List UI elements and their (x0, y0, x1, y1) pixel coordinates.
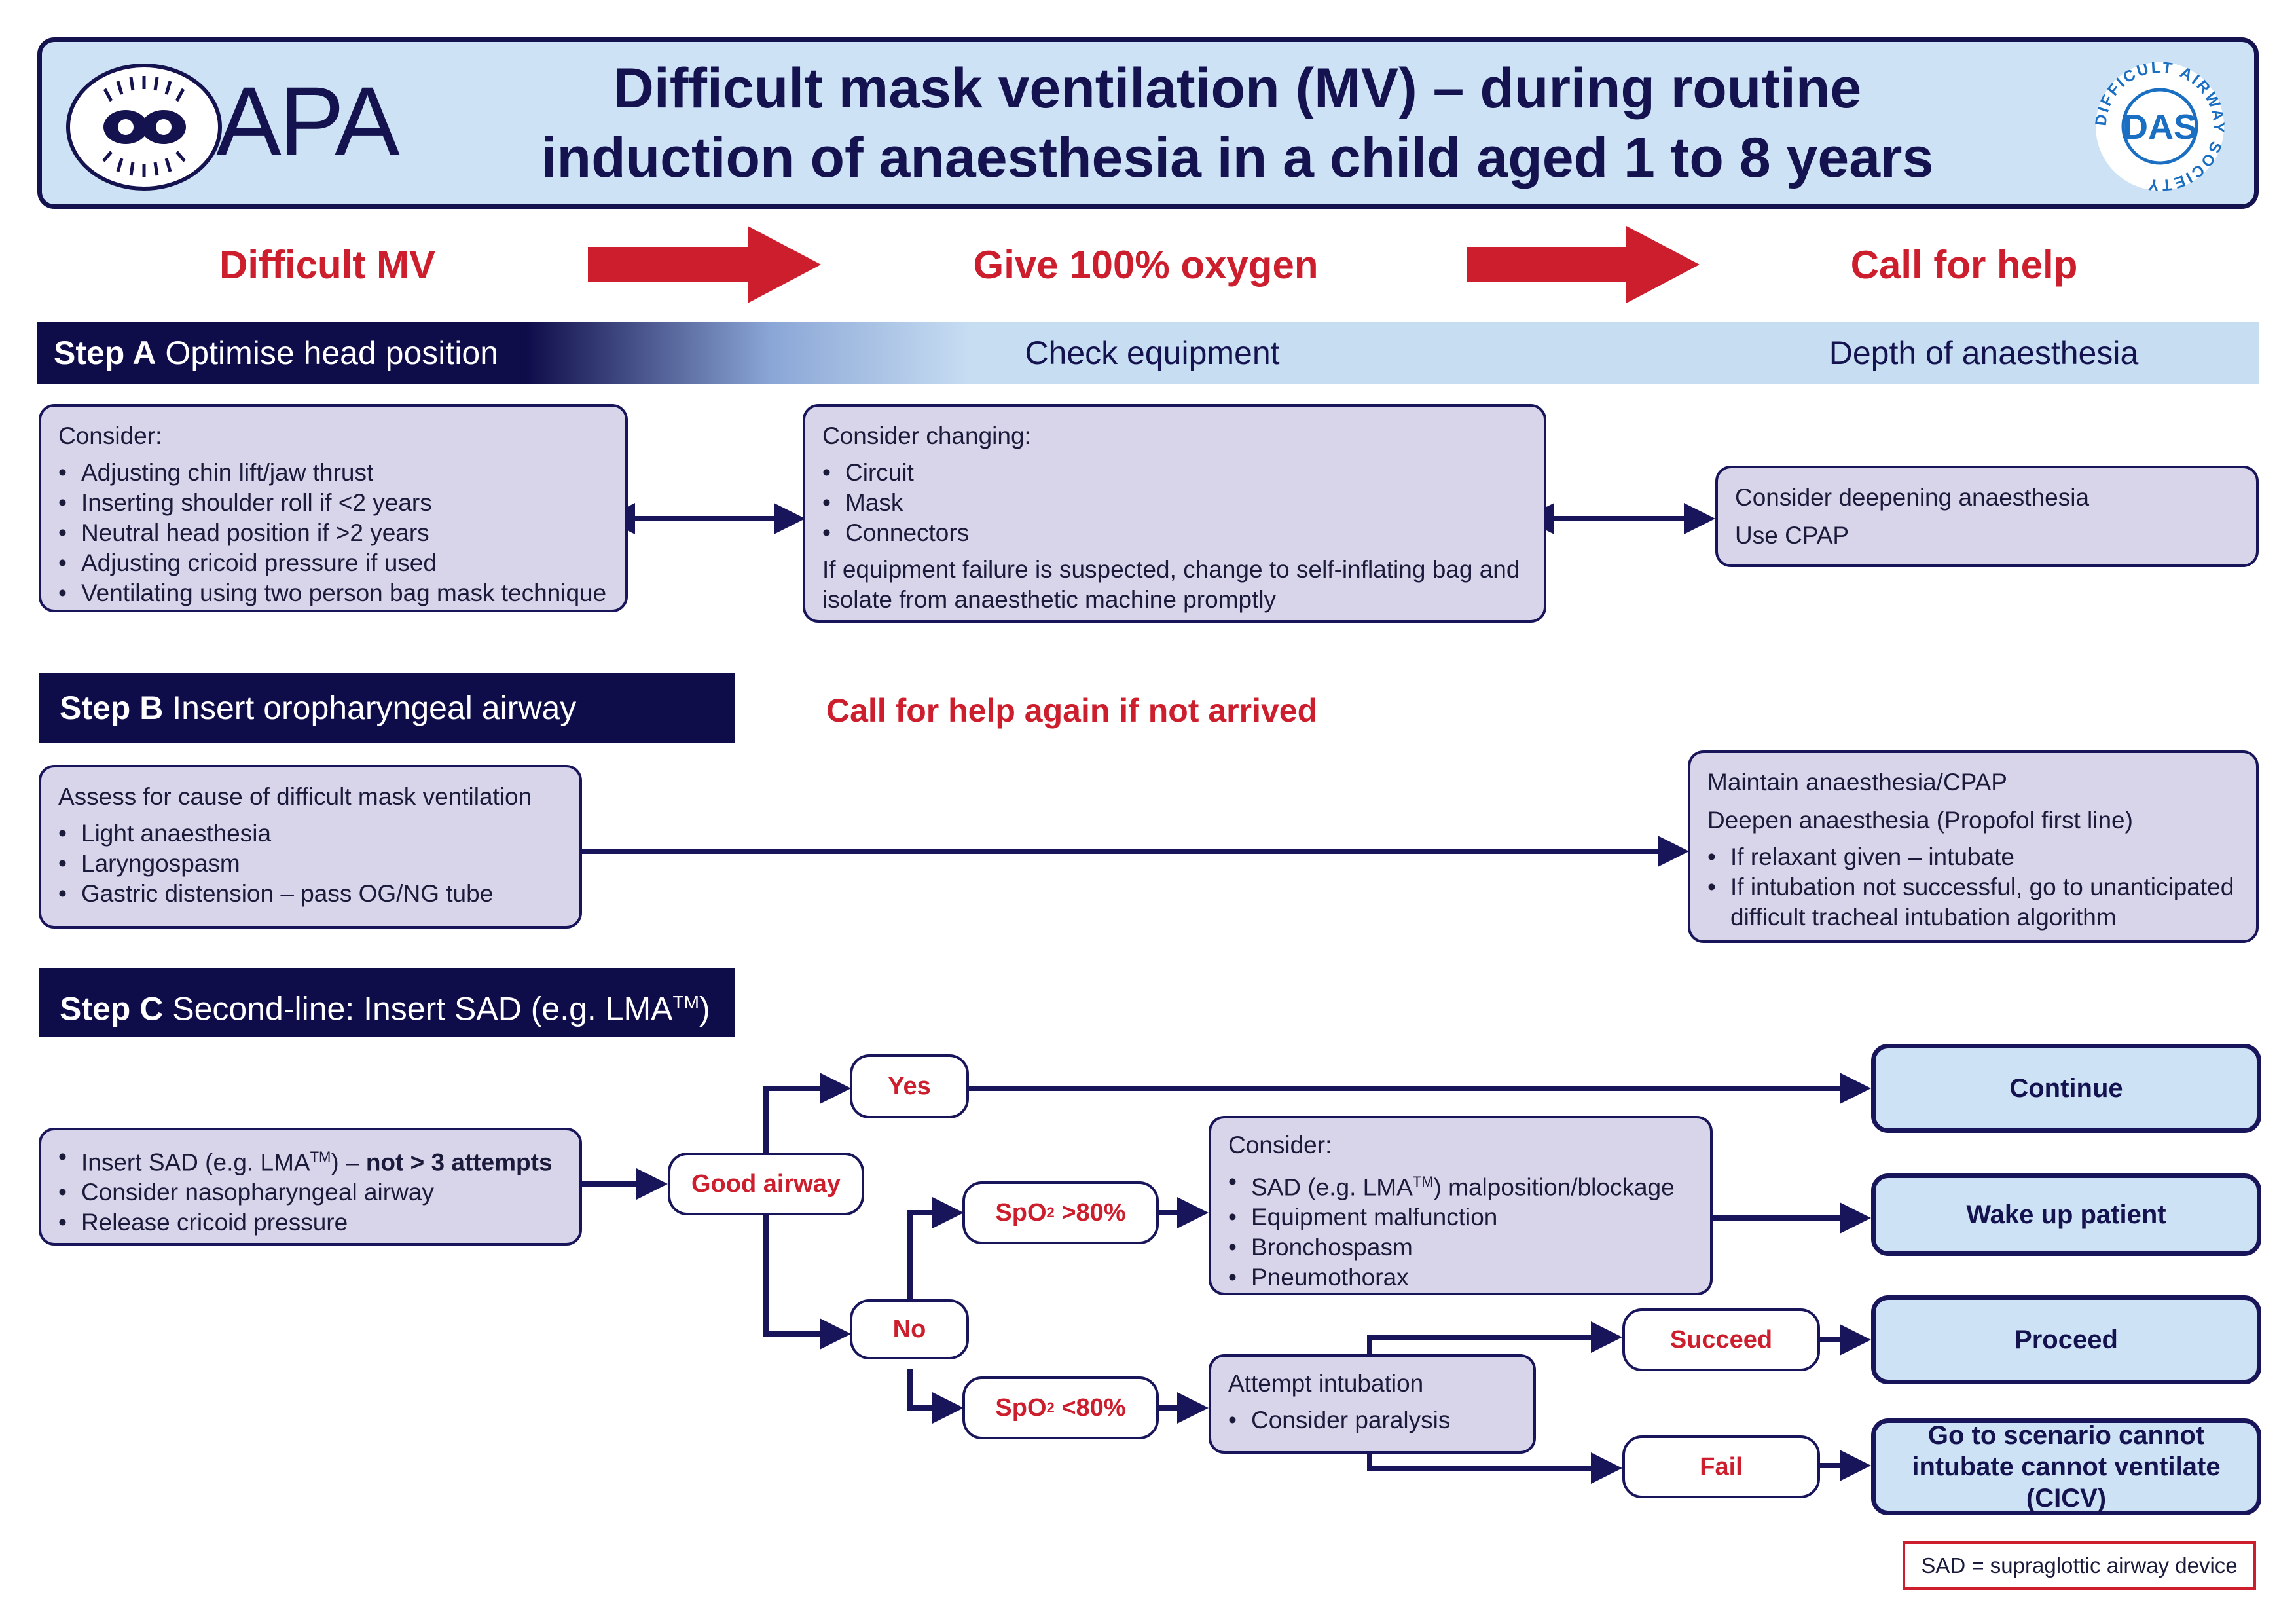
list-item: Consider nasopharyngeal airway (58, 1177, 562, 1208)
yes-node: Yes (850, 1054, 969, 1118)
check-equipment-label: Check equipment (1025, 335, 1280, 371)
trademark-sup: TM (672, 992, 699, 1012)
step-a-text: Optimise head position (165, 335, 499, 371)
list-item: SAD (e.g. LMATM) malposition/blockage (1228, 1167, 1693, 1202)
trademark-sup: TM (310, 1149, 331, 1165)
attempt-intubation-box: Attempt intubation Consider paralysis (1209, 1354, 1536, 1454)
consider-item-text: SAD (e.g. LMA (1251, 1173, 1413, 1201)
step-a-equipment-box: Consider changing: Circuit Mask Connecto… (803, 404, 1546, 623)
difficult-mv-label: Difficult MV (219, 243, 435, 287)
call-for-help-label: Call for help (1850, 243, 2078, 287)
title-banner (37, 37, 2259, 209)
apa-logo-text: APA (216, 66, 400, 176)
step-a-consider-box: Consider: Adjusting chin lift/jaw thrust… (39, 404, 628, 612)
step-b-text: Insert oropharyngeal airway (172, 690, 577, 726)
continue-outcome: Continue (1871, 1044, 2261, 1133)
sad-item-text: Insert SAD (e.g. LMA (81, 1149, 310, 1176)
succeed-node: Succeed (1622, 1308, 1820, 1371)
box-heading: Assess for cause of difficult mask venti… (58, 783, 532, 810)
cicv-outcome: Go to scenario cannot intubate cannot ve… (1871, 1418, 2261, 1515)
das-logo-text: DAS (2123, 107, 2197, 147)
attempt-limit: not > 3 attempts (365, 1149, 553, 1176)
list-item: Neutral head position if >2 years (58, 518, 608, 548)
step-a-depth-box: Consider deepening anaesthesia Use CPAP (1715, 466, 2259, 567)
step-c-bar: Step C Second-line: Insert SAD (e.g. LMA… (39, 968, 735, 1037)
step-a-bar (37, 322, 2259, 384)
step-a-title: Step A Optimise head position (54, 322, 498, 384)
trademark-sup: TM (1412, 1173, 1434, 1190)
das-logo-icon: DIFFICULT AIRWAY SOCIETY DAS (2091, 58, 2229, 198)
list-item: Mask (822, 488, 1527, 518)
step-c-text: Second-line: Insert SAD (e.g. LMA (172, 990, 673, 1027)
proceed-outcome: Proceed (1871, 1295, 2261, 1384)
cpap-text: Use CPAP (1735, 522, 1850, 549)
list-item: Insert SAD (e.g. LMATM) – not > 3 attemp… (58, 1142, 562, 1177)
depth-anaesthesia-label: Depth of anaesthesia (1829, 335, 2139, 371)
list-item: Inserting shoulder roll if <2 years (58, 488, 608, 518)
spo2-sub: 2 (1046, 1399, 1055, 1416)
step-a-label: Step A (54, 335, 156, 371)
step-b-assess-box: Assess for cause of difficult mask venti… (39, 765, 582, 929)
step-b-bar: Step B Insert oropharyngeal airway (39, 673, 735, 743)
step-b-maintain-box: Maintain anaesthesia/CPAP Deepen anaesth… (1688, 750, 2259, 943)
call-help-again-note: Call for help again if not arrived (826, 692, 1318, 729)
spo2-text: SpO (995, 1198, 1047, 1227)
list-item: Pneumothorax (1228, 1263, 1693, 1293)
title-line-2: induction of anaesthesia in a child aged… (541, 126, 1934, 189)
list-item: Gastric distension – pass OG/NG tube (58, 879, 562, 909)
step-c-label: Step C (60, 990, 164, 1027)
spo2-text: SpO (995, 1393, 1047, 1422)
flow-arrow-1-icon (588, 226, 821, 306)
apa-logo-icon (65, 63, 223, 194)
list-item: Bronchospasm (1228, 1232, 1693, 1263)
spo2-threshold: >80% (1054, 1198, 1126, 1227)
step-c-consider-box: Consider: SAD (e.g. LMATM) malposition/b… (1209, 1116, 1713, 1295)
box-heading: Consider: (58, 422, 162, 449)
step-c-text-end: ) (699, 990, 710, 1027)
good-airway-decision: Good airway (668, 1153, 864, 1215)
list-item: Circuit (822, 458, 1527, 488)
box-heading: Consider changing: (822, 422, 1031, 449)
title-line-1: Difficult mask ventilation (MV) – during… (613, 57, 1862, 120)
box-heading: Attempt intubation (1228, 1370, 1424, 1397)
equipment-failure-note: If equipment failure is suspected, chang… (822, 556, 1520, 613)
no-node: No (850, 1299, 969, 1359)
list-item: If relaxant given – intubate (1707, 842, 2239, 872)
list-item: Release cricoid pressure (58, 1208, 562, 1238)
page-title: Difficult mask ventilation (MV) – during… (419, 54, 2056, 193)
spo2-sub: 2 (1046, 1204, 1055, 1221)
consider-item-end: ) malposition/blockage (1433, 1173, 1675, 1201)
spo2-threshold: <80% (1054, 1393, 1126, 1422)
give-oxygen-label: Give 100% oxygen (973, 243, 1319, 287)
list-item: Light anaesthesia (58, 819, 562, 849)
maintain-text: Maintain anaesthesia/CPAP (1707, 769, 2007, 796)
list-item: Adjusting chin lift/jaw thrust (58, 458, 608, 488)
deepen-text: Consider deepening anaesthesia (1735, 484, 2090, 511)
list-item: Ventilating using two person bag mask te… (58, 578, 608, 608)
sad-item-mid: ) – (331, 1149, 366, 1176)
fail-node: Fail (1622, 1435, 1820, 1498)
deepen-propofol-text: Deepen anaesthesia (Propofol first line) (1707, 807, 2133, 834)
wake-up-outcome: Wake up patient (1871, 1173, 2261, 1256)
flow-arrow-2-icon (1467, 226, 1700, 306)
list-item: Consider paralysis (1228, 1405, 1516, 1435)
step-b-label: Step B (60, 690, 164, 726)
list-item: Equipment malfunction (1228, 1202, 1693, 1232)
step-c-sad-box: Insert SAD (e.g. LMATM) – not > 3 attemp… (39, 1128, 582, 1246)
list-item: Adjusting cricoid pressure if used (58, 548, 608, 578)
box-heading: Consider: (1228, 1132, 1332, 1158)
list-item: If intubation not successful, go to unan… (1707, 872, 2239, 932)
list-item: Laryngospasm (58, 849, 562, 879)
list-item: Connectors (822, 518, 1527, 548)
sad-legend: SAD = supraglottic airway device (1903, 1541, 2256, 1590)
